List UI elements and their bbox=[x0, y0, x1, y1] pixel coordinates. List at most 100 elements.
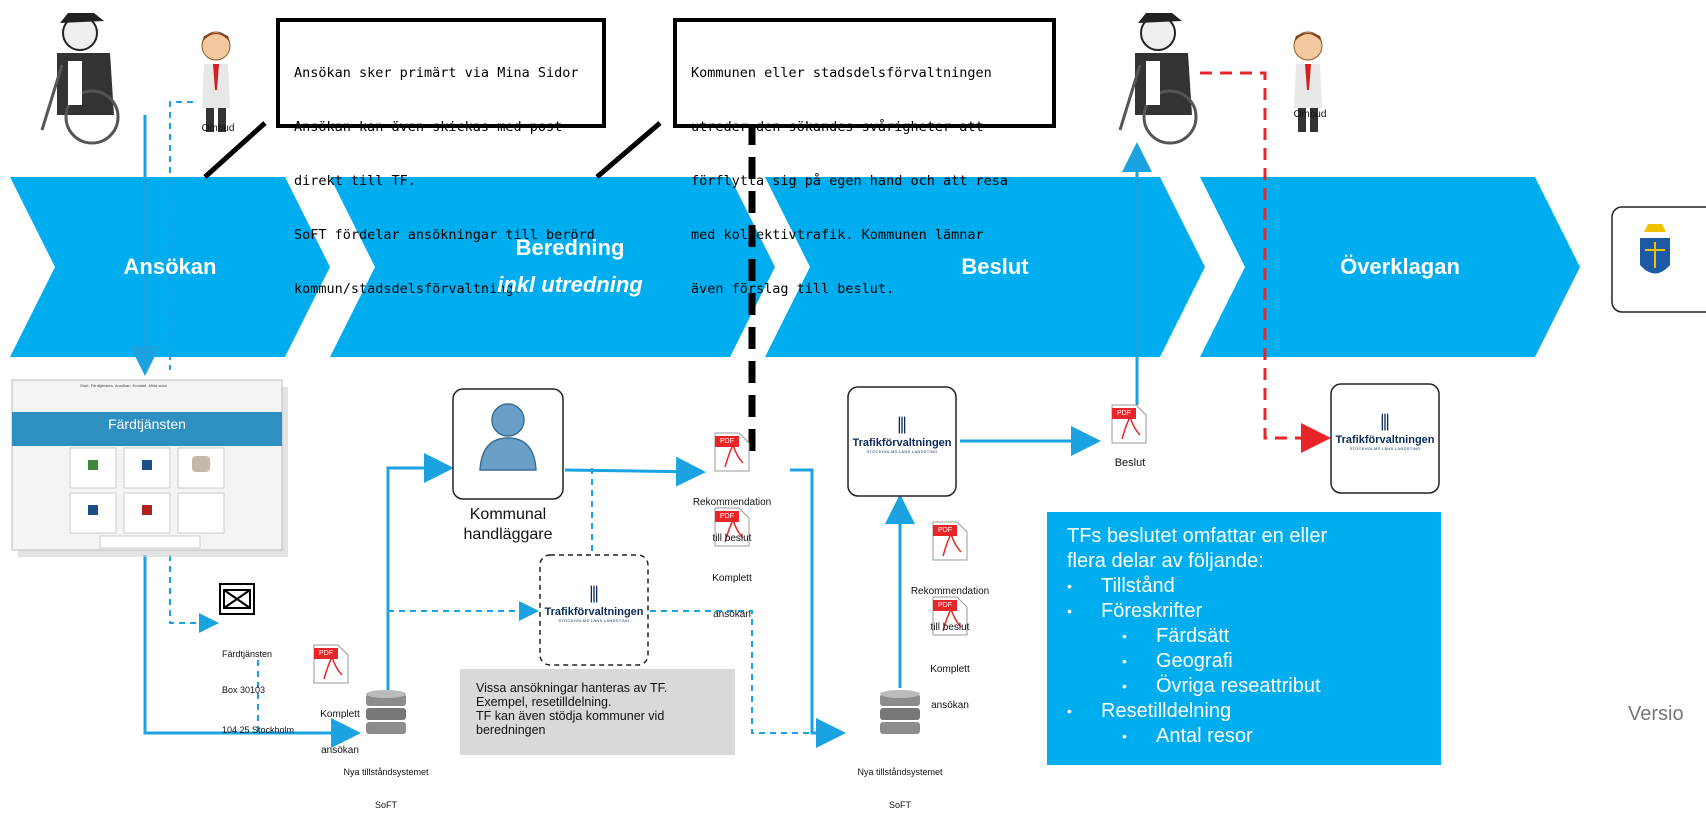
komplett-line: ansökan bbox=[321, 745, 359, 756]
address-line: Box 30103 bbox=[222, 685, 266, 695]
tf-logo-name: Trafikförvaltningen bbox=[852, 437, 952, 449]
info-item: •Antal resor bbox=[1122, 725, 1253, 747]
website-screenshot bbox=[11, 379, 288, 557]
info-heading: TFs beslutet omfattar en eller bbox=[1067, 525, 1328, 547]
pdf-icon-beslut bbox=[1111, 404, 1147, 444]
callout-line: utreder den sökandes svårigheter att bbox=[691, 119, 984, 135]
database-line: SoFT bbox=[888, 800, 911, 810]
database-icon bbox=[366, 690, 406, 734]
pdf-icon-rek bbox=[714, 432, 750, 472]
stage-chevron-beslut bbox=[765, 177, 1205, 357]
callout-preparation: Kommunen eller stadsdelsförvaltningen ut… bbox=[673, 18, 1056, 297]
nav-item: Kontakt bbox=[132, 383, 147, 388]
stage-chevron-overklagan bbox=[1200, 177, 1580, 357]
info-item-text: Övriga reseattribut bbox=[1156, 675, 1321, 697]
database-icon-2 bbox=[880, 690, 920, 734]
komplett-label-2: Komplett ansökan bbox=[692, 549, 772, 633]
tf-dashed-box bbox=[539, 554, 649, 666]
info-item-text: Resetilldelning bbox=[1101, 700, 1232, 722]
nav-item: Mina sidor bbox=[148, 383, 168, 388]
rekommendation-label-2: Rekommendation till beslut bbox=[900, 562, 1000, 646]
tf-logo-mark-icon: ⫴ bbox=[589, 582, 599, 607]
callout-line: kommun/stadsdelsförvaltning. bbox=[294, 281, 522, 297]
flow-ombud-dashed bbox=[169, 101, 193, 370]
info-item: •Tillstånd bbox=[1067, 575, 1175, 597]
handlaggare-line: handläggare bbox=[463, 526, 553, 543]
tf-logo-name: Trafikförvaltningen bbox=[544, 606, 644, 618]
tf-logo: ⫴ Trafikförvaltningen STOCKHOLMS LÄNS LA… bbox=[539, 582, 649, 624]
flow-appeal-red bbox=[1200, 71, 1331, 453]
info-heading: flera delar av följande: bbox=[1067, 550, 1264, 572]
pdf-text: PDF bbox=[1117, 410, 1131, 417]
info-item-text: Antal resor bbox=[1156, 725, 1253, 747]
stage-label-beslut: Beslut bbox=[961, 254, 1029, 279]
beslut-doc-label: Beslut bbox=[1114, 457, 1146, 469]
ombud-person-icon bbox=[201, 31, 231, 132]
komplett-line: Komplett bbox=[320, 709, 360, 720]
website-nav: Start Färdtjänsten Ansökan Kontakt Mina … bbox=[80, 383, 167, 388]
court-emblem-icon bbox=[1640, 224, 1670, 274]
callout-2-pointer bbox=[595, 121, 662, 179]
handlaggare-line: Kommunal bbox=[469, 506, 547, 523]
stage-label-ansokan: Ansökan bbox=[123, 254, 217, 279]
stage-chevron-beredning bbox=[330, 177, 775, 357]
callout-1-pointer bbox=[203, 121, 267, 179]
flow-tf-to-soft2-dashed bbox=[650, 610, 840, 734]
pdf-text: PDF bbox=[720, 513, 734, 520]
info-item: •Färdsätt bbox=[1122, 625, 1230, 647]
envelope-icon bbox=[219, 583, 255, 615]
tf-logo-3: ⫴ Trafikförvaltningen STOCKHOLMS LÄNS LA… bbox=[1330, 410, 1440, 452]
komplett-label: Komplett ansökan bbox=[300, 685, 380, 769]
komplett-line: Komplett bbox=[930, 664, 970, 675]
pdf-icon-komplett bbox=[714, 507, 750, 547]
tf-box-overklagan bbox=[1330, 383, 1440, 494]
stage-label-beredning: Beredning bbox=[515, 235, 625, 260]
ombud-label-2: Ombud bbox=[1293, 109, 1327, 120]
note-line: TF kan även stödja kommuner vid bbox=[476, 709, 665, 723]
pdf-icon-komplett-2 bbox=[932, 596, 968, 636]
pdf-text: PDF bbox=[938, 527, 952, 534]
info-item-text: Färdsätt bbox=[1156, 625, 1230, 647]
database-label: Nya tillståndsystemet SoFT bbox=[326, 745, 446, 822]
flow-web-to-post bbox=[169, 555, 219, 633]
note-line: Vissa ansökningar hanteras av TF. bbox=[476, 681, 668, 695]
tf-logo-name: Trafikförvaltningen bbox=[1335, 434, 1435, 446]
komplett-line: ansökan bbox=[931, 700, 969, 711]
tf-logo-mark-icon: ⫴ bbox=[897, 413, 907, 438]
pdf-text: PDF bbox=[720, 438, 734, 445]
callout-line: Ansökan sker primärt via Mina Sidor bbox=[294, 65, 579, 81]
tf-logo-mark-icon: ⫴ bbox=[1380, 410, 1390, 435]
tf-logo-sub: STOCKHOLMS LÄNS LANDSTING bbox=[1349, 446, 1421, 451]
callout-line: SoFT fördelar ansökningar till berörd bbox=[294, 227, 595, 243]
komplett-label-3: Komplett ansökan bbox=[910, 640, 990, 724]
diagram-graphics bbox=[10, 13, 1706, 748]
process-diagram: Start Färdtjänsten Ansökan Kontakt Mina … bbox=[10, 13, 1706, 810]
rek-line: till beslut bbox=[930, 622, 970, 633]
info-item: •Övriga reseattribut bbox=[1122, 675, 1321, 697]
info-item-text: Föreskrifter bbox=[1101, 600, 1203, 622]
handlaggare-label: Kommunal handläggare bbox=[443, 505, 573, 545]
address-line: 104 25 Stockholm bbox=[222, 725, 295, 735]
database-label-2: Nya tillståndsystemet SoFT bbox=[840, 745, 960, 822]
info-item-text: Tillstånd bbox=[1101, 575, 1175, 597]
pdf-text: PDF bbox=[938, 602, 952, 609]
callout-line: förflytta sig på egen hand och att resa bbox=[691, 173, 1008, 189]
tf-box-beslut bbox=[847, 386, 957, 497]
flow-rek-to-soft2 bbox=[790, 468, 846, 748]
ombud-label: Ombud bbox=[201, 123, 235, 134]
decision-info-box: TFs beslutet omfattar en eller flera del… bbox=[1047, 512, 1441, 765]
rek-line: Rekommendation bbox=[692, 497, 772, 508]
nav-item: Färdtjänsten bbox=[90, 383, 113, 388]
komplett-line: ansökan bbox=[713, 609, 751, 620]
callout-line: med kollektivtrafik. Kommunen lämnar bbox=[691, 227, 984, 243]
info-item: •Geografi bbox=[1122, 650, 1233, 672]
info-item: •Föreskrifter bbox=[1067, 600, 1203, 622]
flow-soft-to-handlaggare bbox=[386, 453, 454, 690]
callout-application: Ansökan sker primärt via Mina Sidor Ansö… bbox=[276, 18, 606, 297]
stage-label-overklagan: Överklagan bbox=[1340, 254, 1460, 279]
rek-line: Rekommendation bbox=[910, 586, 990, 597]
ombud-person-icon-2 bbox=[1293, 31, 1323, 132]
nav-item: Start bbox=[80, 383, 89, 388]
info-item: •Resetilldelning bbox=[1067, 700, 1232, 722]
tf-logo-2: ⫴ Trafikförvaltningen STOCKHOLMS LÄNS LA… bbox=[847, 413, 957, 455]
